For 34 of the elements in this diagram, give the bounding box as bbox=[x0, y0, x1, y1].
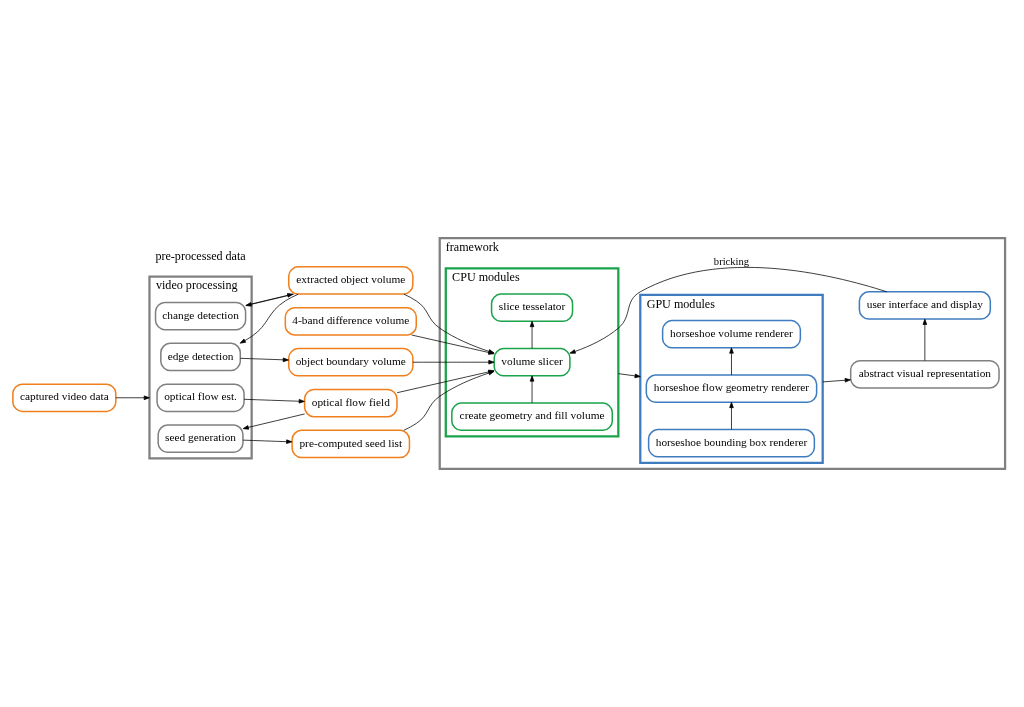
node-box: captured video data bbox=[12, 383, 117, 413]
node-box: create geometry and fill volume bbox=[451, 402, 614, 432]
node-box: extracted object volume bbox=[287, 266, 414, 295]
arrow bbox=[729, 347, 734, 376]
node-box: object boundary volume bbox=[287, 347, 414, 377]
node-box: horseshoe volume renderer bbox=[661, 319, 802, 349]
node-box: pre-computed seed list bbox=[291, 429, 411, 459]
label: pre-processed data bbox=[155, 248, 246, 263]
arrow bbox=[242, 439, 293, 444]
node-box: volume slicer bbox=[493, 347, 571, 377]
node-box: slice tesselator bbox=[490, 293, 574, 323]
arrow bbox=[240, 357, 289, 363]
node-box: user interface and display bbox=[858, 291, 992, 320]
arrow bbox=[922, 318, 928, 361]
node-box: edge detection bbox=[160, 342, 242, 372]
arrow bbox=[729, 401, 734, 430]
arrow bbox=[617, 373, 641, 379]
edge-label: bricking bbox=[713, 255, 750, 267]
node-box: horseshoe flow geometry renderer bbox=[645, 374, 818, 404]
node-box: horseshoe bounding box renderer bbox=[647, 428, 816, 458]
node-box: optical flow est. bbox=[156, 383, 245, 413]
node-box: abstract visual representation bbox=[849, 359, 1000, 389]
node-box: 4-band difference volume bbox=[284, 306, 417, 336]
arrow bbox=[243, 398, 305, 404]
arrow bbox=[529, 375, 535, 404]
arrow bbox=[412, 359, 495, 365]
arrow bbox=[569, 267, 888, 354]
node-box: optical flow field bbox=[303, 388, 398, 418]
arrow bbox=[242, 413, 305, 430]
arrow bbox=[115, 395, 150, 400]
node-box: seed generation bbox=[157, 424, 244, 454]
node-box: change detection bbox=[154, 301, 247, 331]
arrow bbox=[822, 378, 851, 383]
arrow bbox=[529, 321, 535, 349]
